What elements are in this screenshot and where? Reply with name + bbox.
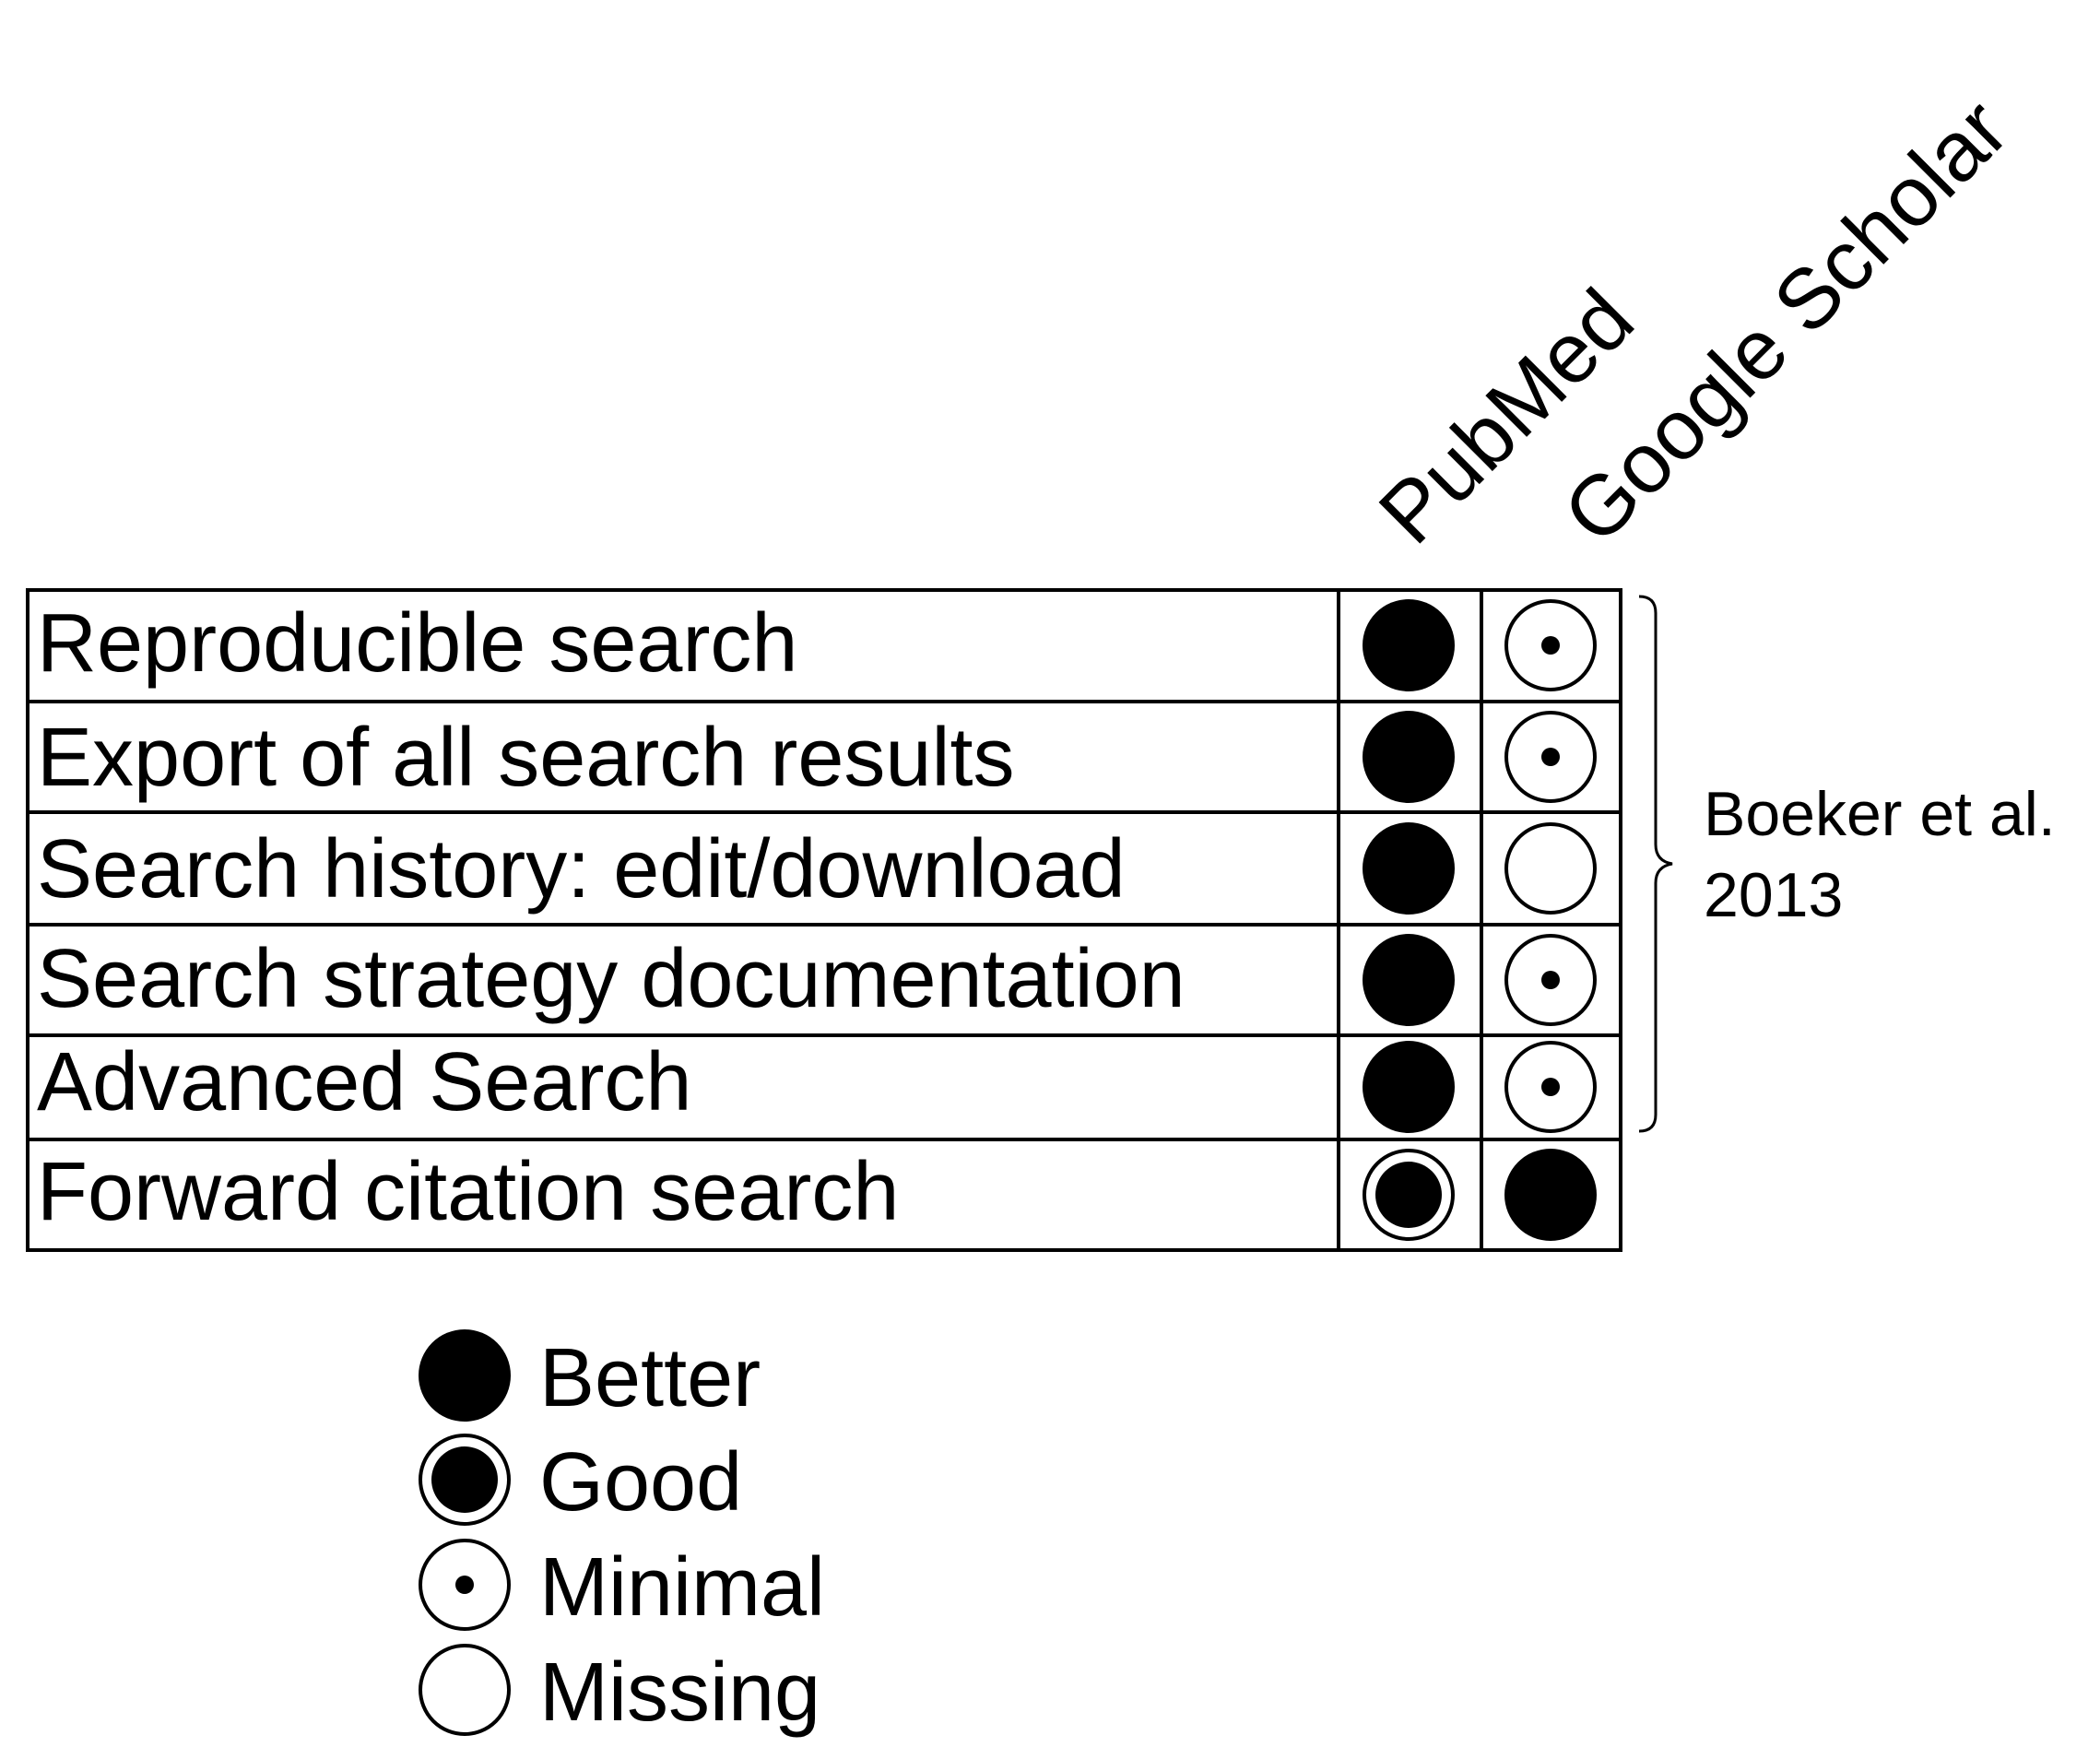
row-label: Search history: edit/download — [37, 823, 1126, 915]
legend-label-better: Better — [539, 1332, 761, 1424]
rating-better-symbol — [1504, 1149, 1597, 1241]
row-label: Export of all search results — [37, 712, 1014, 804]
citation-line-1: Boeker et al. — [1704, 779, 2056, 849]
legend-minimal-symbol — [419, 1539, 511, 1631]
legend-good-symbol — [419, 1434, 511, 1526]
citation-line-2: 2013 — [1704, 860, 1843, 930]
rating-better-symbol — [1363, 711, 1455, 803]
legend-missing-symbol — [419, 1644, 511, 1736]
row-label: Forward citation search — [37, 1146, 899, 1238]
row-labels: Reproducible search Export of all search… — [37, 597, 1186, 1238]
citation-bracket: Boeker et al. 2013 — [1638, 595, 2056, 1133]
rating-good-symbol — [1363, 1149, 1455, 1241]
rating-better-symbol — [1363, 1041, 1455, 1133]
legend: Better Good Minimal Missing — [419, 1329, 825, 1739]
rating-minimal-symbol — [1504, 934, 1597, 1026]
rating-minimal-symbol — [1504, 711, 1597, 803]
rating-missing-symbol — [1504, 822, 1597, 915]
feature-table — [26, 588, 1622, 1252]
legend-label-minimal: Minimal — [539, 1541, 825, 1634]
legend-symbols — [419, 1329, 511, 1736]
rating-better-symbol — [1363, 822, 1455, 915]
column-headers: PubMed Google Scholar — [1362, 82, 2026, 562]
rating-minimal-symbol — [1504, 1041, 1597, 1133]
legend-label-good: Good — [539, 1436, 742, 1529]
legend-better-symbol — [419, 1329, 511, 1422]
curly-brace — [1638, 595, 1673, 1133]
rating-better-symbol — [1363, 599, 1455, 691]
table-border — [26, 588, 1622, 1252]
row-label: Advanced Search — [37, 1036, 691, 1128]
rating-symbols — [1363, 599, 1597, 1241]
row-label: Search strategy documentation — [37, 933, 1186, 1025]
row-label: Reproducible search — [37, 597, 797, 690]
legend-label-missing: Missing — [539, 1647, 820, 1739]
rating-minimal-symbol — [1504, 599, 1597, 691]
rating-better-symbol — [1363, 934, 1455, 1026]
